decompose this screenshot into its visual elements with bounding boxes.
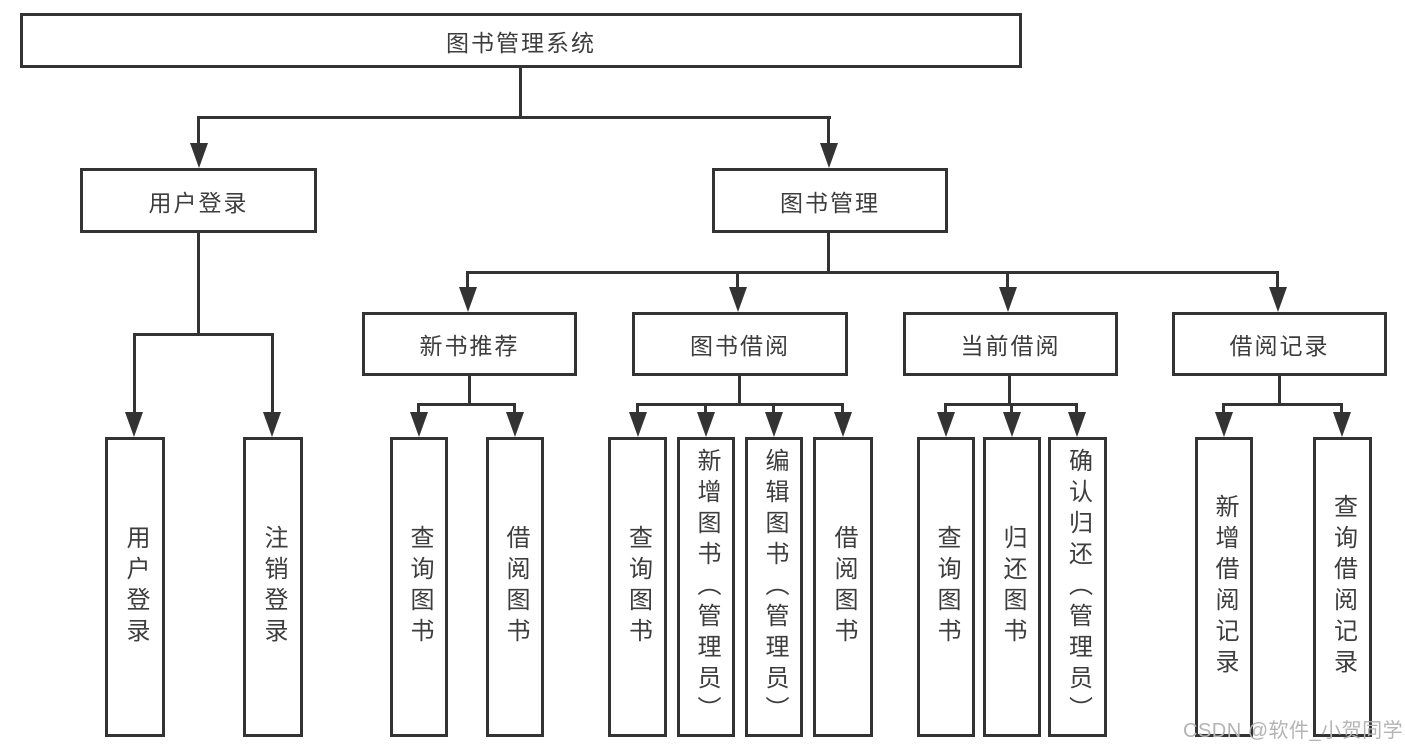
- connector-arrow-line-rec-query: [417, 403, 420, 415]
- leaf-rec-query-book: 查询图书: [390, 437, 448, 737]
- arrowhead-rec-borrow: [506, 412, 524, 437]
- leaf-user-login: 用户登录: [105, 437, 165, 737]
- connector-arrow-line-user-login: [197, 116, 200, 148]
- arrowhead-cur-query: [937, 412, 955, 437]
- connector-book-mgmt-stub: [827, 233, 830, 274]
- node-book-mgmt: 图书管理: [712, 168, 948, 233]
- leaf-bor-add-book: 新增图书（管理员）: [677, 437, 735, 737]
- connector-arrow-line-cur-query: [944, 403, 947, 415]
- connector-arrow-line-cur-confirm: [1075, 403, 1078, 415]
- connector-arrow-line-bor-edit: [772, 403, 775, 415]
- leaf-cur-query-book: 查询图书: [917, 437, 975, 737]
- node-borrow-record: 借阅记录: [1172, 312, 1387, 376]
- connector-borrow-record-stub: [1278, 376, 1281, 406]
- arrowhead-cur-return: [1003, 412, 1021, 437]
- connector-arrow-line-book-mgmt: [827, 116, 830, 148]
- arrowhead-bor-add: [697, 412, 715, 437]
- connector-user-login-stub: [197, 233, 200, 336]
- leaf-logout: 注销登录: [243, 437, 303, 737]
- node-book-borrow: 图书借阅: [632, 312, 848, 376]
- csdn-watermark: CSDN @软件_小贺同学: [1183, 720, 1404, 742]
- node-user-login: 用户登录: [80, 168, 317, 233]
- connector-root-stub: [519, 68, 522, 119]
- arrowhead-rec-query: [410, 412, 428, 437]
- arrowhead-current-borrow: [999, 287, 1017, 312]
- connector-arrow-line-recd-query: [1340, 403, 1343, 415]
- arrowhead-recd-add: [1215, 412, 1233, 437]
- connector-arrow-line-book-borrow: [736, 271, 739, 291]
- connector-arrow-line-rec-borrow: [513, 403, 516, 415]
- arrowhead-cur-confirm: [1068, 412, 1086, 437]
- connector-arrow-line-leaf-user-login: [133, 333, 136, 413]
- arrowhead-recd-query: [1333, 412, 1351, 437]
- arrowhead-bor-borrow: [834, 412, 852, 437]
- connector-level2-hline: [197, 116, 831, 119]
- leaf-rec-borrow-book: 借阅图书: [486, 437, 544, 737]
- connector-arrow-line-borrow-record: [1276, 271, 1279, 291]
- leaf-bor-query-book: 查询图书: [608, 437, 667, 737]
- arrowhead-book-mgmt: [820, 143, 838, 168]
- connector-arrow-line-bor-add: [704, 403, 707, 415]
- connector-new-book-rec-hline: [417, 403, 516, 406]
- arrowhead-new-book-rec: [459, 287, 477, 312]
- leaf-cur-confirm-return: 确认归还（管理员）: [1048, 437, 1107, 737]
- leaf-bor-edit-book: 编辑图书（管理员）: [745, 437, 803, 737]
- arrowhead-bor-query: [629, 412, 647, 437]
- connector-arrow-line-bor-query: [636, 403, 639, 415]
- connector-book-borrow-stub: [738, 376, 741, 406]
- connector-arrow-line-recd-add: [1222, 403, 1225, 415]
- connector-level3-hline: [466, 271, 1279, 274]
- arrowhead-leaf-user-login: [125, 412, 143, 437]
- connector-book-borrow-hline: [636, 403, 843, 406]
- node-new-book-rec: 新书推荐: [362, 312, 577, 376]
- arrowhead-borrow-record: [1269, 287, 1287, 312]
- node-root: 图书管理系统: [20, 13, 1022, 68]
- arrowhead-leaf-logout: [263, 412, 281, 437]
- connector-arrow-line-leaf-logout: [271, 333, 274, 413]
- arrowhead-bor-edit: [765, 412, 783, 437]
- connector-borrow-record-hline: [1222, 403, 1343, 406]
- connector-arrow-line-bor-borrow: [841, 403, 844, 415]
- arrowhead-user-login: [190, 143, 208, 168]
- connector-user-login-hline: [133, 333, 274, 336]
- connector-new-book-rec-stub: [468, 376, 471, 406]
- leaf-bor-borrow-book: 借阅图书: [813, 437, 873, 737]
- leaf-recd-query-record: 查询借阅记录: [1313, 437, 1372, 737]
- connector-arrow-line-new-book-rec: [466, 271, 469, 291]
- leaf-recd-add-record: 新增借阅记录: [1195, 437, 1253, 737]
- leaf-cur-return-book: 归还图书: [983, 437, 1041, 737]
- arrowhead-book-borrow: [729, 287, 747, 312]
- node-current-borrow: 当前借阅: [903, 312, 1118, 376]
- connector-current-borrow-stub: [1008, 376, 1011, 406]
- connector-arrow-line-current-borrow: [1006, 271, 1009, 291]
- connector-arrow-line-cur-return: [1010, 403, 1013, 415]
